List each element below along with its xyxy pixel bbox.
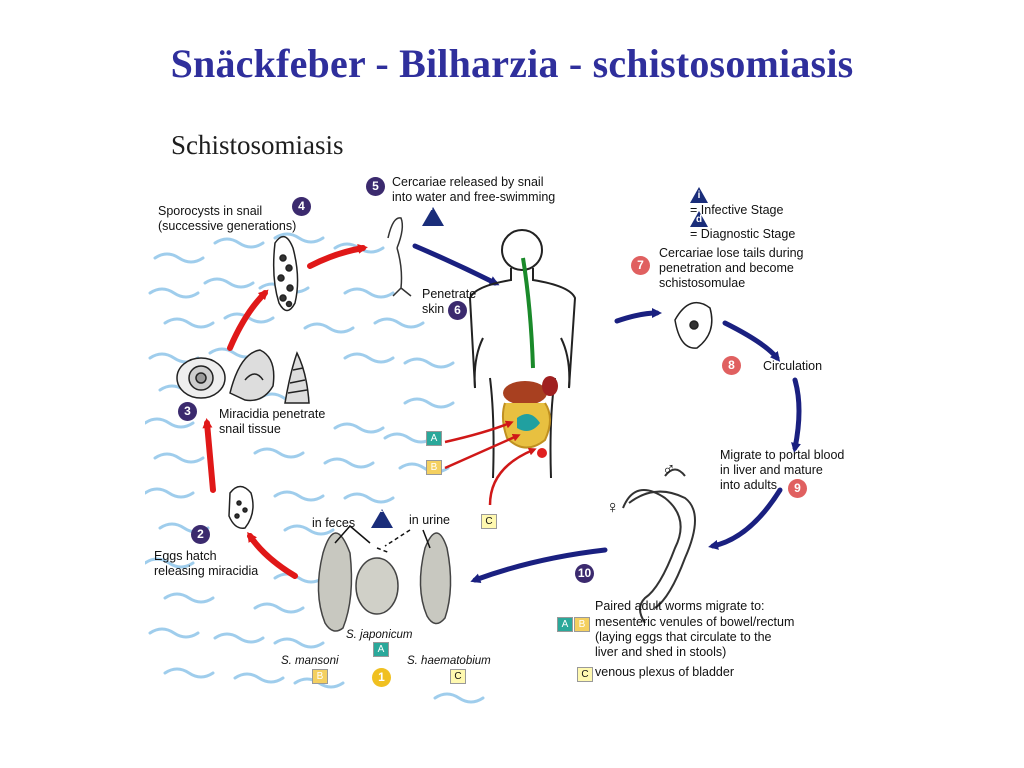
diagram-canvas [145, 217, 802, 704]
tag-c-haematobium: C [450, 669, 466, 684]
infective-marker-icon: i [422, 202, 444, 226]
arrow-miracidia-to-snail [202, 418, 216, 493]
eggs-illustration [317, 532, 452, 632]
stage-4-label: Sporocysts in snail (successive generati… [158, 204, 297, 233]
egg-mansoni-icon [317, 532, 353, 632]
arrow-skin-to-schistosomulae [614, 308, 662, 324]
slide-title: Snäckfeber - Bilharzia - schistosomiasis [170, 41, 854, 86]
route-urine-label: in urine [409, 513, 450, 527]
legend-infective-text: = Infective Stage [690, 203, 784, 217]
tag-c-body: C [481, 514, 497, 529]
tag-b-mansoni: B [312, 669, 328, 684]
stage-5-label: Cercariae released by snail into water a… [392, 175, 556, 204]
snail-illustrations [176, 349, 310, 404]
arrow-b-to-intestine [444, 433, 521, 470]
stage-3-label: Miracidia penetrate snail tissue [219, 407, 326, 436]
cercaria-icon [387, 217, 412, 297]
species-japonicum-label: S. japonicum [346, 629, 413, 641]
schistosomula-icon [674, 301, 713, 349]
diagram-title: Schistosomiasis [171, 130, 344, 160]
worms-note-c: venous plexus of bladder [595, 665, 734, 679]
worms-note-ab: mesenteric venules of bowel/rectum (layi… [595, 615, 795, 659]
diagnostic-stage-icon: d [690, 211, 708, 227]
arrow-to-paired-worms [708, 487, 783, 550]
stage-9-label: Migrate to portal blood in liver and mat… [720, 448, 845, 492]
blue-cycle-arrows [412, 243, 802, 583]
tag-b-note: B [574, 617, 590, 632]
stage-6-label: Penetrate skin [422, 287, 477, 316]
sporocyst-icon [272, 235, 299, 312]
egg-haematobium-icon [419, 532, 452, 625]
diagnostic-marker-icon: d [371, 504, 393, 528]
male-symbol: ♂ [662, 459, 676, 479]
arrow-cercaria-to-skin [412, 243, 500, 286]
legend-diagnostic: d = Diagnostic Stage [690, 196, 795, 242]
female-symbol: ♀ [606, 497, 620, 517]
tag-a-japonicum: A [373, 642, 389, 657]
paired-worms-icon [622, 468, 696, 624]
tag-c-note: C [577, 667, 593, 682]
digestive-system-icon [501, 257, 558, 458]
arrow-eggs-to-miracidia [247, 531, 298, 579]
stage-1-badge: 1 [372, 668, 391, 687]
species-mansoni-label: S. mansoni [281, 655, 339, 667]
arrow-to-eggs [470, 547, 608, 583]
skin-entry-arrows [444, 420, 537, 506]
route-lines [334, 525, 431, 554]
route-feces-label: in feces [312, 516, 356, 530]
stage-7-label: Cercariae lose tails during penetration … [659, 246, 804, 290]
human-body-icon [468, 229, 577, 479]
arrow-to-circulation [722, 320, 781, 362]
stage-8-label: Circulation [763, 359, 823, 373]
tag-a-note: A [557, 617, 573, 632]
stage-6-badge: 6 [448, 301, 467, 320]
stage-4-badge: 4 [292, 197, 311, 216]
worms-note-intro: Paired adult worms migrate to: [595, 599, 765, 613]
stage-7-badge: 7 [631, 256, 650, 275]
stage-2-badge: 2 [191, 525, 210, 544]
red-cycle-arrows [202, 243, 368, 579]
arrow-to-portal [791, 377, 802, 453]
arrow-snail-to-sporocyst [227, 289, 269, 351]
arrow-sporocyst-to-cercaria [307, 243, 368, 269]
legend-infective: i = Infective Stage [690, 172, 783, 218]
stage-8-badge: 8 [722, 356, 741, 375]
life-cycle-diagram: Schistosomiasis i = Infective Stage d = … [145, 118, 875, 718]
stage-5-badge: 5 [366, 177, 385, 196]
stage-2-label: Eggs hatch releasing miracidia [154, 549, 259, 578]
stage-3-badge: 3 [178, 402, 197, 421]
arrow-c-to-bladder [488, 447, 537, 506]
species-haematobium-label: S. haematobium [407, 655, 491, 667]
arrow-a-to-intestine [444, 420, 514, 444]
legend-diagnostic-text: = Diagnostic Stage [690, 227, 796, 241]
stage-9-badge: 9 [788, 479, 807, 498]
stage-10-badge: 10 [575, 564, 594, 583]
tag-b-body: B [426, 460, 442, 475]
snail-3-icon [284, 351, 310, 404]
tag-a-body: A [426, 431, 442, 446]
miracidium-icon [228, 485, 254, 529]
egg-japonicum-icon [355, 557, 399, 615]
